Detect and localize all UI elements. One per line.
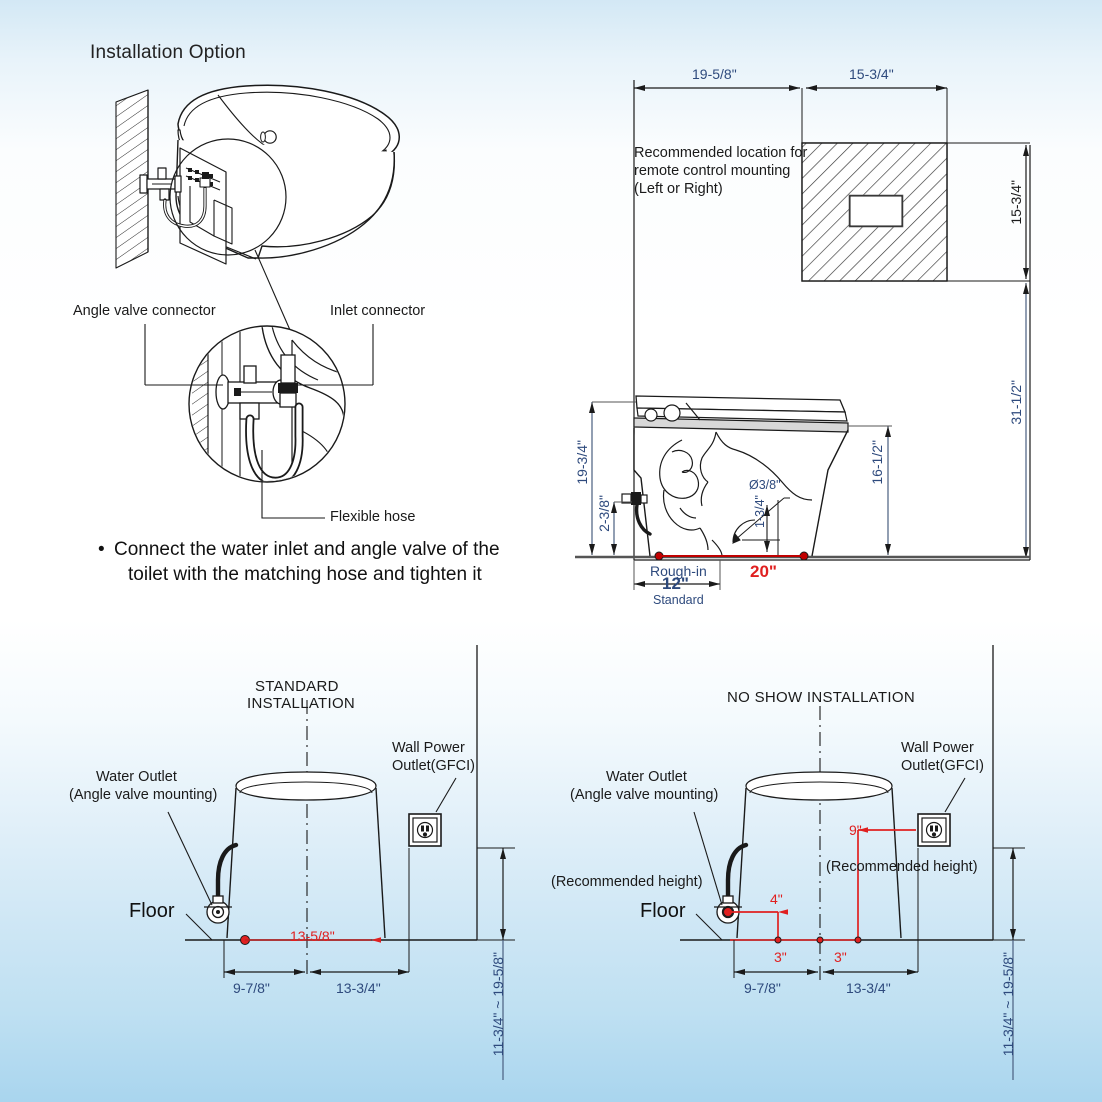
callout-flexible-hose: Flexible hose	[330, 509, 416, 525]
standard-water-outlet-line-2: (Angle valve mounting)	[69, 787, 218, 803]
dim-depth: 20"	[750, 562, 777, 581]
noshow-dim-base-right: 3"	[834, 949, 847, 965]
noshow-dim-left: 9-7/8"	[744, 980, 781, 996]
standard-heading-line-2: INSTALLATION	[247, 695, 356, 712]
remote-note-line-2: remote control mounting	[634, 163, 791, 179]
noshow-dim-outlet-height: 9"	[849, 822, 862, 838]
dim-overall-height: 19-3/4"	[574, 440, 590, 485]
toilet-side-elevation	[575, 395, 1030, 590]
noshow-recommended-left: (Recommended height)	[551, 874, 703, 890]
standard-dim-left: 9-7/8"	[233, 980, 270, 996]
noshow-water-outlet-line-1: Water Outlet	[606, 769, 687, 785]
dim-width-left: 19-5/8"	[692, 66, 737, 82]
dim-rough-in-value: 12"	[662, 574, 689, 593]
standard-floor-label: Floor	[129, 900, 175, 922]
note-line-2: toilet with the matching hose and tighte…	[128, 564, 482, 585]
dim-pad-height: 15-3/4"	[1008, 180, 1024, 225]
label-rough-in-standard: Standard	[653, 593, 704, 607]
noshow-outlet-line-1: Wall Power	[901, 740, 974, 756]
gfci-outlet-icon-noshow	[917, 813, 951, 847]
noshow-installation-drawing	[680, 645, 1025, 1080]
noshow-outlet-line-2: Outlet(GFCI)	[901, 758, 984, 774]
callout-angle-valve-connector: Angle valve connector	[73, 303, 216, 319]
detail-leader-lines	[144, 324, 374, 519]
page-title: Installation Option	[90, 42, 246, 63]
standard-installation-drawing	[167, 645, 515, 1080]
standard-dim-outlet-range: 11-3/4" ~ 19-5/8"	[490, 952, 506, 1057]
dim-drain-diameter: Ø3/8"	[749, 478, 781, 492]
label-rough-in: Rough-in	[650, 563, 707, 579]
remote-note-line-1: Recommended location for	[634, 145, 808, 161]
standard-dim-right: 13-3/4"	[336, 980, 381, 996]
gfci-outlet-icon-standard	[408, 813, 442, 847]
dim-drain-offset: 1-3/4"	[753, 495, 767, 528]
dim-seat-height: 16-1/2"	[869, 440, 885, 485]
noshow-heading: NO SHOW INSTALLATION	[727, 689, 915, 706]
standard-outlet-line-1: Wall Power	[392, 740, 465, 756]
dim-inlet-height: 2-3/8"	[596, 495, 612, 532]
noshow-recommended-right: (Recommended height)	[826, 859, 978, 875]
noshow-water-outlet-line-2: (Angle valve mounting)	[570, 787, 719, 803]
noshow-dim-base-left: 3"	[774, 949, 787, 965]
remote-mount-drawing	[633, 80, 1031, 561]
note-line-1: Connect the water inlet and angle valve …	[114, 539, 500, 560]
callout-inlet-connector: Inlet connector	[330, 303, 426, 319]
toilet-isometric-drawing	[115, 84, 400, 331]
hose-detail-drawing	[188, 325, 346, 483]
remote-note-line-3: (Left or Right)	[634, 181, 723, 197]
standard-outlet-line-2: Outlet(GFCI)	[392, 758, 475, 774]
note-bullet: •	[98, 539, 105, 560]
noshow-floor-label: Floor	[640, 900, 686, 922]
noshow-dim-outlet-range: 11-3/4" ~ 19-5/8"	[1000, 952, 1016, 1057]
dim-total-height: 31-1/2"	[1008, 380, 1024, 425]
dim-width-right: 15-3/4"	[849, 66, 894, 82]
noshow-dim-valve-offset: 4"	[770, 891, 783, 907]
standard-heading-line-1: STANDARD	[255, 678, 339, 695]
standard-dim-center-red: 13-5/8"	[290, 928, 335, 944]
noshow-dim-right: 13-3/4"	[846, 980, 891, 996]
standard-water-outlet-line-1: Water Outlet	[96, 769, 177, 785]
